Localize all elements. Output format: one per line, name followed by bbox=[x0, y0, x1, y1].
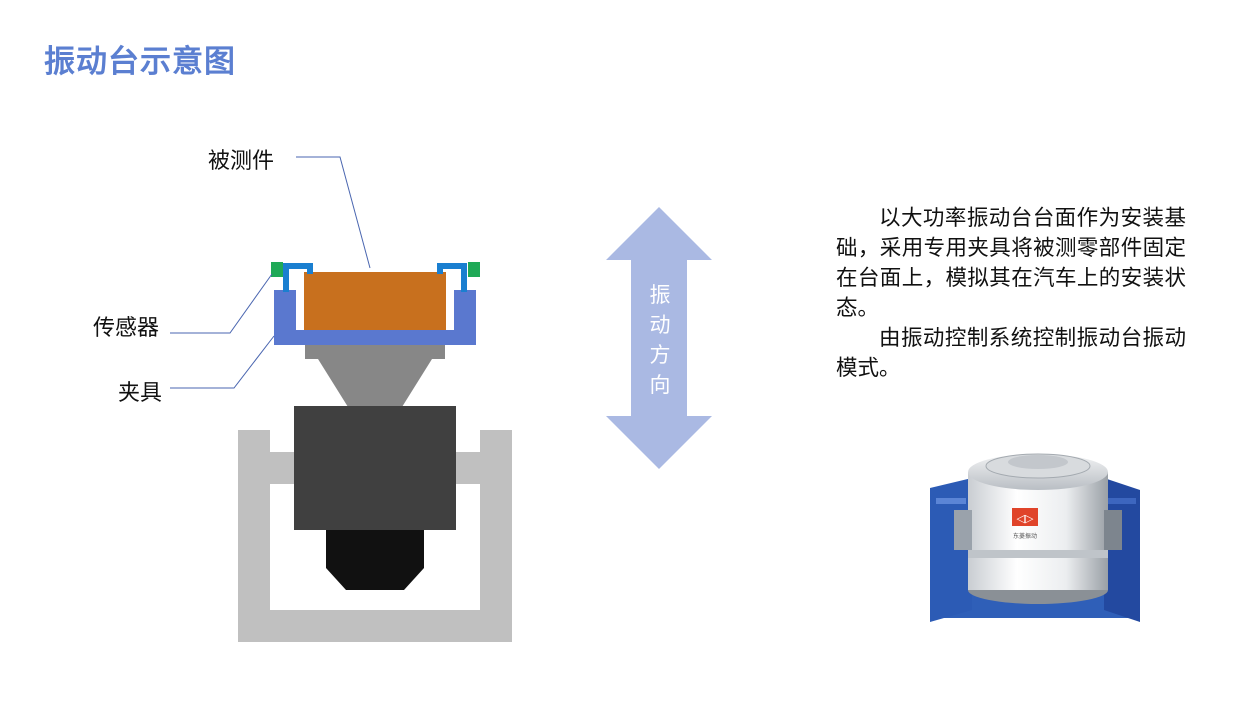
shaker-body bbox=[294, 406, 456, 530]
description-paragraph: 以大功率振动台台面作为安装基础，采用专用夹具将被测零部件固定在台面上，模拟其在汽… bbox=[836, 206, 1186, 321]
page-title: 振动台示意图 bbox=[44, 44, 236, 80]
armature-stem bbox=[305, 343, 445, 359]
shaker-base bbox=[326, 530, 424, 590]
label-specimen: 被测件 bbox=[208, 149, 275, 174]
arrow-char: 动 bbox=[649, 313, 671, 337]
vibration-direction-arrow bbox=[606, 207, 712, 469]
label-fixture: 夹具 bbox=[118, 381, 163, 406]
label-sensor: 传感器 bbox=[93, 316, 160, 341]
clamps bbox=[283, 263, 467, 292]
specimen-block bbox=[304, 272, 446, 330]
arrow-char: 方 bbox=[649, 343, 671, 367]
fixture bbox=[274, 290, 476, 345]
leader-lines bbox=[170, 156, 371, 389]
arrow-label: 振 动 方 向 bbox=[645, 280, 675, 400]
arrow-char: 向 bbox=[649, 373, 671, 397]
arrow-char: 振 bbox=[649, 283, 671, 307]
armature-cone bbox=[318, 359, 432, 407]
description-paragraph: 由振动控制系统控制振动台振动模式。 bbox=[836, 326, 1186, 381]
sensor-left bbox=[271, 262, 283, 277]
shaker-frame bbox=[238, 430, 512, 642]
sensor-right bbox=[468, 262, 480, 277]
shaker-photo: ◁▷ 东菱振动 bbox=[930, 453, 1140, 622]
photo-logo: ◁▷ bbox=[1017, 512, 1034, 525]
photo-caption: 东菱振动 bbox=[1013, 532, 1037, 540]
description: 以大功率振动台台面作为安装基础，采用专用夹具将被测零部件固定在台面上，模拟其在汽… bbox=[836, 204, 1186, 384]
